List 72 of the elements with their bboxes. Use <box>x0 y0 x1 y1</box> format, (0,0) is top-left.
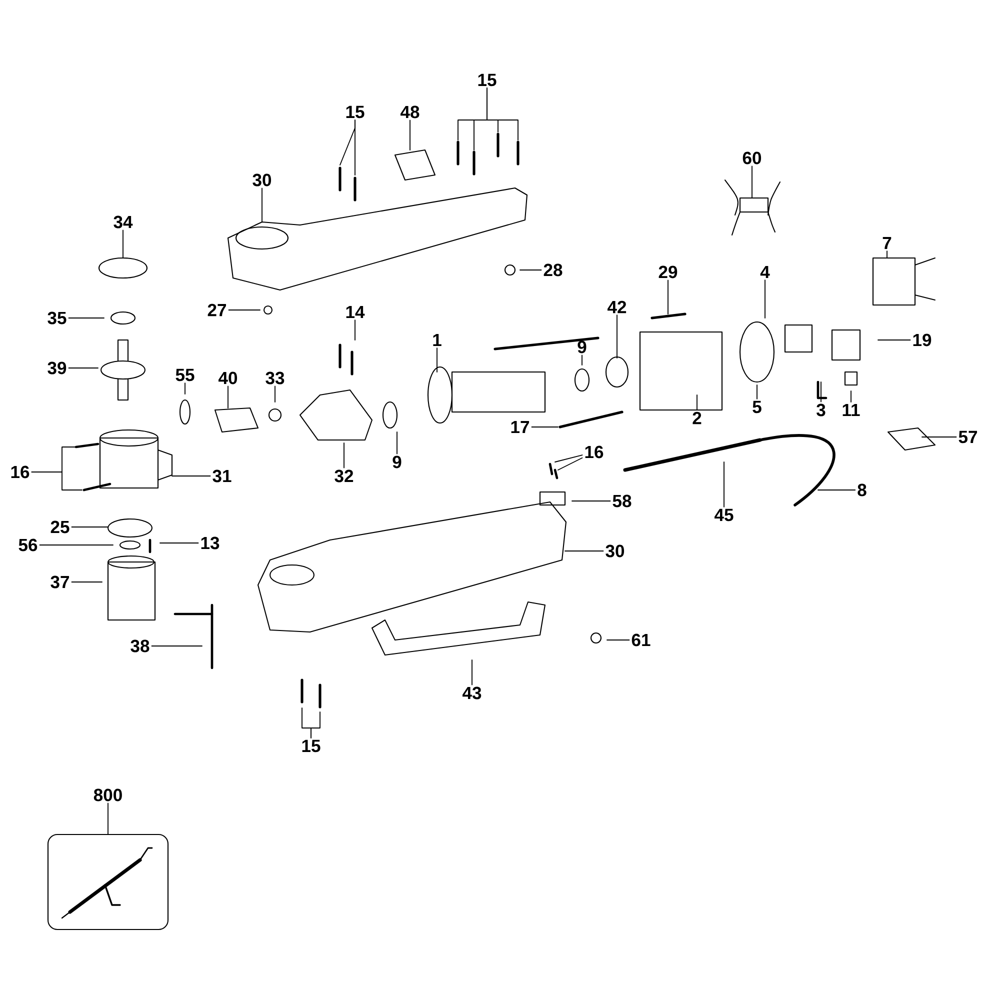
callout-number: 7 <box>882 236 892 250</box>
callout-number: 5 <box>752 400 762 414</box>
callout-number: 28 <box>544 264 562 276</box>
callout-number: 58 <box>612 494 632 508</box>
callout-number: 32 <box>334 470 354 482</box>
callout-number: 25 <box>50 520 70 534</box>
callout-number: 4 <box>760 266 770 278</box>
leader-line <box>696 394 698 410</box>
callout-number: 42 <box>608 300 626 314</box>
callout-number: 37 <box>50 576 69 588</box>
leader-line <box>616 314 618 358</box>
callout-number: 43 <box>462 686 482 700</box>
leader-line <box>274 386 276 402</box>
leader-line <box>31 472 82 490</box>
leader-line <box>486 88 518 140</box>
leader-line <box>160 542 199 544</box>
leader-line <box>39 544 114 546</box>
callout-number: 13 <box>201 536 220 550</box>
callout-number: 30 <box>252 174 272 186</box>
leader-line <box>572 500 611 502</box>
callout-number: 14 <box>346 306 365 318</box>
picture-frame <box>47 834 169 930</box>
leader-line <box>531 426 558 428</box>
callout-number: 17 <box>511 420 529 434</box>
callout-number: 2 <box>692 412 702 424</box>
callout-number: 15 <box>478 74 496 86</box>
leader-line <box>764 280 766 318</box>
callout-number: 9 <box>578 340 586 354</box>
callout-number: 38 <box>130 640 150 652</box>
callout-number: 61 <box>632 634 650 646</box>
callout-number: 800 <box>94 788 122 802</box>
callout-number: 56 <box>18 538 38 552</box>
callout-number: 8 <box>858 484 866 496</box>
leader-line <box>756 384 758 400</box>
callout-number: 60 <box>742 152 762 164</box>
leader-line <box>554 454 583 462</box>
leader-line <box>354 320 356 340</box>
leader-line <box>820 382 822 402</box>
leader-line <box>396 432 398 454</box>
leader-line <box>886 250 888 258</box>
callout-number: 3 <box>816 404 826 416</box>
callout-number: 9 <box>392 456 402 468</box>
callout-number: 39 <box>48 362 66 374</box>
leader-line <box>184 382 186 394</box>
callout-number: 40 <box>218 372 238 384</box>
callout-number: 34 <box>114 216 133 228</box>
callout-number: 1 <box>433 334 442 346</box>
leader-line <box>122 230 124 258</box>
callout-number: 55 <box>176 368 194 382</box>
callout-number: 19 <box>913 334 932 346</box>
callout-number: 45 <box>714 508 734 522</box>
callout-number: 31 <box>212 470 232 482</box>
leader-line <box>436 348 438 372</box>
leader-line <box>354 120 356 176</box>
callout-number: 48 <box>400 106 420 118</box>
leader-line <box>558 457 583 470</box>
leader-line <box>310 712 320 738</box>
callout-number: 30 <box>606 544 624 558</box>
leader-line <box>850 390 852 402</box>
callout-number: 57 <box>958 430 977 444</box>
leader-line <box>564 550 604 552</box>
leader-line <box>922 436 957 438</box>
callout-number: 15 <box>302 740 320 752</box>
callout-number: 16 <box>11 466 30 478</box>
leader-line <box>71 526 108 528</box>
callout-number: 35 <box>48 312 66 324</box>
callout-number: 15 <box>346 106 364 118</box>
callout-number: 33 <box>266 372 284 384</box>
callout-number: 29 <box>658 266 678 278</box>
callout-number: 16 <box>585 446 604 458</box>
callout-number: 11 <box>842 404 860 416</box>
callout-number: 27 <box>208 304 226 316</box>
